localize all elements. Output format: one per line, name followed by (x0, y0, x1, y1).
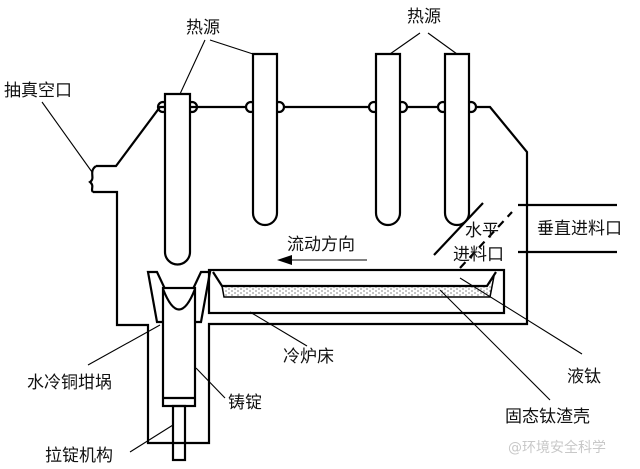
label-horizontal-feed: 水平 (465, 221, 499, 241)
furnace-chamber (93, 105, 529, 445)
label-vertical-feed: 垂直进料口 (537, 219, 622, 239)
vacuum-port-break (88, 165, 97, 193)
hearth-trough-edge (212, 271, 497, 288)
heat-source-tube (156, 92, 199, 266)
withdrawal-rod (171, 404, 187, 462)
label-copper-crucible: 水冷铜坩埚 (27, 373, 112, 393)
label-heat-source: 热源 (407, 7, 441, 27)
label-liquid-titanium: 液钛 (567, 367, 601, 387)
cold-hearth (207, 268, 506, 315)
label-cold-hearth: 冷炉床 (283, 347, 334, 367)
label-vacuum-port: 抽真空口 (4, 81, 72, 101)
horizontal-feed (433, 202, 484, 256)
label-ingot: 铸锭 (228, 393, 262, 413)
heat-source-tube (367, 52, 409, 227)
label-heat-source: 热源 (186, 18, 220, 38)
label-solid-skull: 固态钛渣壳 (505, 407, 590, 427)
heat-source-tube (436, 52, 478, 227)
label-horizontal-feed: 进料口 (453, 245, 504, 265)
ingot-meniscus (161, 288, 197, 311)
heat-source-tube (244, 52, 286, 227)
arrow-head-icon (277, 255, 292, 265)
watermark: @环境安全科学 (508, 439, 606, 456)
label-flow-direction: 流动方向 (287, 235, 355, 255)
horizontal-feed-dashed (459, 211, 513, 269)
leader-lines (41, 32, 583, 453)
label-withdrawal-mechanism: 拉锭机构 (45, 446, 113, 466)
ingot (161, 286, 197, 408)
